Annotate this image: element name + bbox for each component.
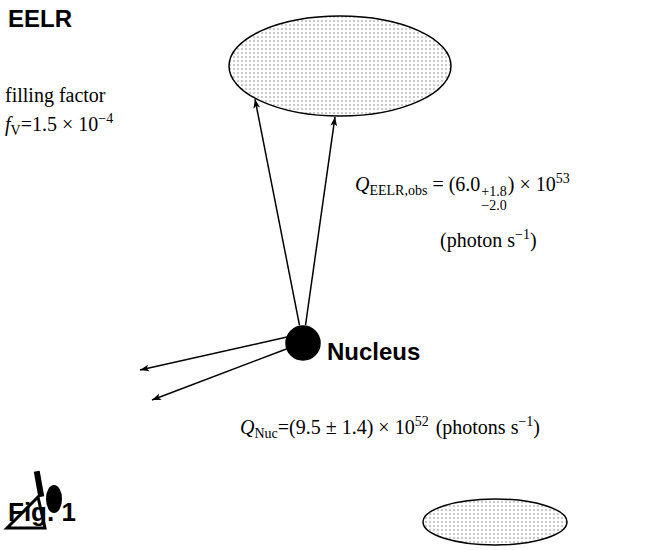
emission-arrow [255, 99, 300, 325]
label-text: =(9.5 ± 1.4) × 10 [278, 416, 415, 438]
subscript: Nuc [254, 426, 277, 441]
label-text: = (6.0 [432, 173, 480, 195]
label-text: f [5, 113, 11, 135]
exponent: 53 [556, 171, 570, 186]
label-text: filling factor [5, 84, 106, 106]
exponent: −1 [518, 414, 533, 429]
label-line: filling factor [5, 82, 106, 108]
label-line: QEELR,obs = (6.0+1.8−2.0) × 1053 [355, 170, 570, 214]
error-stack: +1.8−2.0 [481, 185, 506, 214]
node-outline [228, 15, 452, 117]
node-shape [286, 326, 320, 360]
label-text: =1.5 × 10 [21, 113, 99, 135]
telescope-tube [34, 471, 44, 498]
error-value: −2.0 [481, 199, 506, 214]
label-text: (photon s [440, 229, 515, 251]
observer-arrow [152, 348, 289, 400]
label-line: fV=1.5 × 10−4 [5, 110, 113, 140]
exponent: −4 [98, 111, 113, 126]
node-outline [285, 325, 321, 361]
label-line: (photon s−1) [440, 226, 537, 253]
label-text: ) [530, 229, 537, 251]
label-text: (photons s [436, 416, 519, 438]
counter-eelr-ellipse [423, 499, 567, 545]
node-heading: Nucleus [327, 338, 420, 367]
node-shape [229, 16, 451, 116]
label-line: QNuc=(9.5 ± 1.4) × 1052 (photons s−1) [240, 413, 540, 443]
observer-arrow [140, 337, 287, 370]
label-text: Q [240, 416, 254, 438]
eelr-ellipse: EELR [228, 15, 452, 117]
error-value: +1.8 [481, 185, 506, 200]
exponent: −1 [515, 227, 530, 242]
label-text: Q [355, 173, 369, 195]
figure-caption: Fig. 1 [8, 497, 76, 528]
subscript: V [11, 123, 21, 138]
emission-arrow [306, 117, 335, 325]
exponent: 52 [415, 414, 429, 429]
node-heading: EELR [8, 5, 72, 34]
nucleus-circle: Nucleus [285, 325, 321, 361]
label-text: ) × 10 [508, 173, 556, 195]
label-text: ) [533, 416, 540, 438]
subscript: EELR,obs [369, 183, 427, 198]
